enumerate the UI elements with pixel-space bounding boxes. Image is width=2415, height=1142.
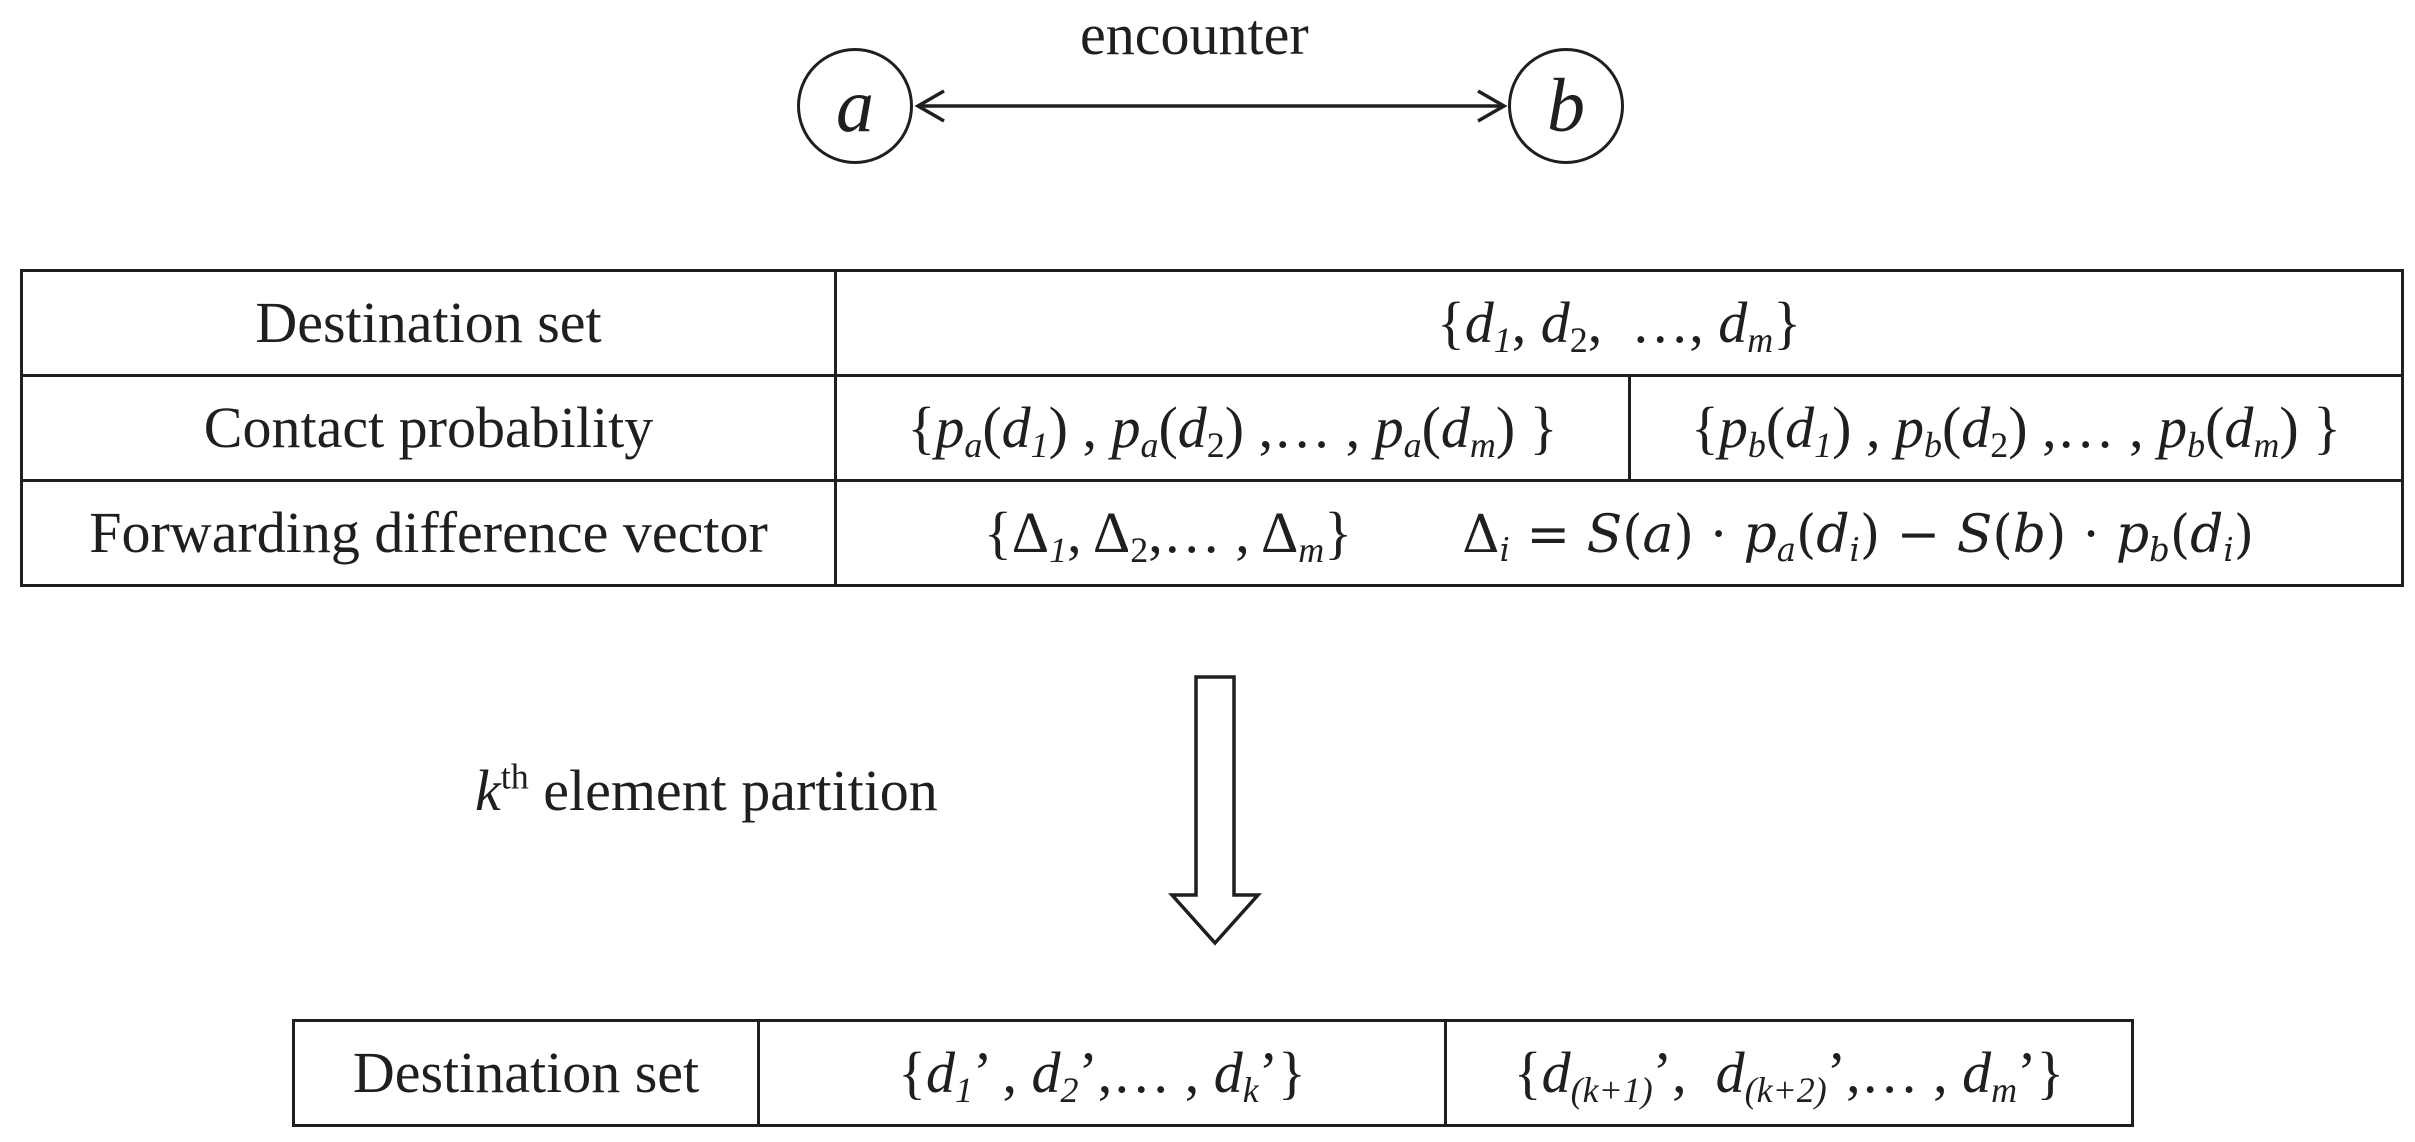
node-b: b xyxy=(1508,48,1624,164)
table-forwarding-info: Destination set {d1, d2, …, dm} Contact … xyxy=(20,269,2404,587)
partition-first-part: {d1’ , d2’,… , dk’} xyxy=(757,1019,1447,1127)
node-a-label: a xyxy=(836,64,874,148)
contact-probability-label: Contact probability xyxy=(20,374,837,482)
encounter-arrow xyxy=(914,89,1508,123)
destination-set-value: {d1, d2, …, dm} xyxy=(834,269,2404,377)
partition-down-arrow xyxy=(1168,675,1262,946)
table-row-partitioned-set: Destination set {d1’ , d2’,… , dk’} {d(k… xyxy=(292,1019,2134,1127)
forwarding-difference-label: Forwarding difference vector xyxy=(20,479,837,587)
partition-label: kth element partition xyxy=(475,756,938,823)
node-b-label: b xyxy=(1547,64,1585,148)
node-a: a xyxy=(797,48,913,164)
contact-probability-b: {pb(d1) , pb(d2) ,… , pb(dm) } xyxy=(1628,374,2404,482)
forwarding-difference-value: {Δ1, Δ2,… , Δm}Δi = S(a) · pa(di) − S(b)… xyxy=(834,479,2404,587)
partition-second-part: {d(k+1)’, d(k+2)’,… , dm’} xyxy=(1444,1019,2134,1127)
destination-set-label: Destination set xyxy=(20,269,837,377)
table-row-contact-probability: Contact probability {pa(d1) , pa(d2) ,… … xyxy=(20,374,2404,482)
forwarding-difference-formula: Δi = S(a) · pa(di) − S(b) · pb(di) xyxy=(1462,505,2255,570)
partitioned-destination-label: Destination set xyxy=(292,1019,760,1127)
contact-probability-a: {pa(d1) , pa(d2) ,… , pa(dm) } xyxy=(834,374,1631,482)
encounter-label: encounter xyxy=(1080,2,1309,67)
table-row-destination-set: Destination set {d1, d2, …, dm} xyxy=(20,269,2404,377)
table-row-forwarding-difference: Forwarding difference vector {Δ1, Δ2,… ,… xyxy=(20,479,2404,587)
table-partitioned-destinations: Destination set {d1’ , d2’,… , dk’} {d(k… xyxy=(292,1019,2134,1127)
